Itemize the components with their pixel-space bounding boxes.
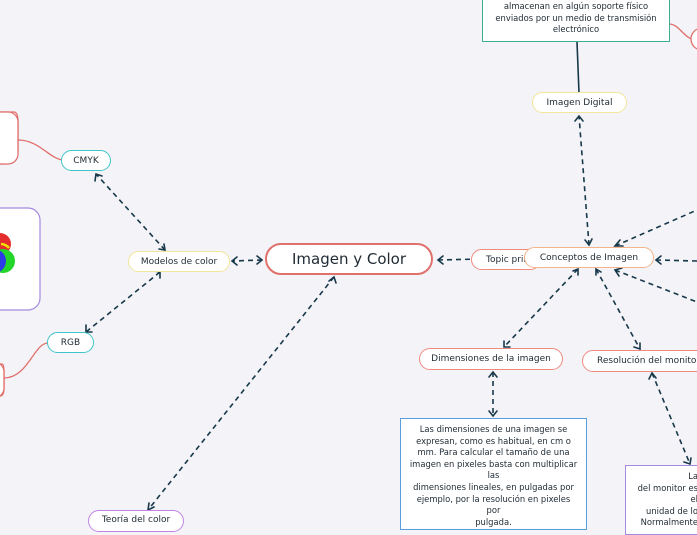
partial-node-right-top	[690, 28, 697, 50]
line-desc-to-digital	[576, 41, 580, 94]
node-teoria-del-color[interactable]: Teoría del color	[88, 510, 184, 532]
mind-map-connectors	[0, 23, 697, 512]
connector-resolucion-desc	[651, 372, 691, 465]
connector-conceptos-right-1	[614, 209, 697, 247]
connector-conceptos-resolucion	[595, 268, 641, 350]
node-dimensiones-label: Dimensiones de la imagen	[431, 354, 551, 364]
partial-node-left-top	[0, 111, 19, 165]
arrowhead	[584, 238, 593, 247]
arrowhead	[488, 370, 498, 378]
node-resolucion-label: Resolución del monitor	[597, 356, 697, 366]
imagen-digital-description: almacenan en algún soporte físico enviad…	[482, 0, 670, 42]
node-modelos-label: Modelos de color	[140, 256, 218, 267]
branch-rgb-link	[3, 342, 49, 379]
partial-node-left-bottom	[0, 363, 5, 397]
arrowhead	[94, 172, 103, 182]
node-cmyk-label: CMYK	[73, 155, 99, 166]
arrowhead	[436, 255, 444, 265]
connector-modelos-rgb	[85, 271, 161, 333]
arrowhead	[613, 239, 624, 247]
connector-conceptos-digital	[578, 115, 590, 246]
node-resolucion-del-monitor[interactable]: Resolución del monitor	[582, 350, 697, 372]
arrowhead	[328, 275, 337, 284]
arrowhead	[613, 267, 623, 277]
arrowhead	[572, 267, 579, 276]
rgb-color-circles-icon	[0, 233, 15, 273]
arrowhead	[488, 410, 498, 418]
arrowhead	[595, 267, 602, 276]
node-rgb[interactable]: RGB	[47, 332, 94, 353]
node-dimensiones-de-la-imagen[interactable]: Dimensiones de la imagen	[419, 348, 563, 370]
node-rgb-label: RGB	[60, 337, 81, 348]
node-teoria-label: Teoría del color	[101, 515, 171, 525]
connector-conceptos-dimensiones	[503, 268, 579, 348]
connector-main-modelos	[231, 259, 263, 262]
arrowhead	[683, 457, 692, 466]
node-conceptos-de-imagen[interactable]: Conceptos de Imagen	[524, 247, 654, 268]
dimensiones-description: Las dimensiones de una imagen se expresa…	[400, 418, 587, 530]
arrowhead	[654, 255, 662, 265]
arrowhead	[648, 371, 657, 380]
connector-modelos-cmyk	[95, 173, 166, 251]
arrowhead	[503, 340, 511, 348]
arrowhead	[633, 342, 641, 351]
main-topic-label: Imagen y Color	[291, 250, 407, 268]
node-modelos-de-color[interactable]: Modelos de color	[128, 251, 230, 272]
connector-conceptos-right-3	[614, 269, 697, 303]
rgb-image-frame	[0, 207, 41, 311]
node-imagen-digital[interactable]: Imagen Digital	[532, 92, 627, 113]
connector-conceptos-right-2	[655, 259, 697, 262]
main-topic[interactable]: Imagen y Color	[265, 243, 433, 275]
arrowhead	[256, 255, 264, 265]
node-conceptos-label: Conceptos de Imagen	[539, 252, 639, 263]
arrowhead	[574, 114, 584, 122]
arrowhead	[230, 256, 238, 266]
node-imagen-digital-label: Imagen Digital	[546, 97, 613, 108]
arrowhead	[158, 243, 166, 251]
node-cmyk[interactable]: CMYK	[61, 150, 111, 171]
node-topic-hidden-label: Topic prin	[486, 254, 530, 265]
connector-main-teoria	[147, 276, 335, 511]
resolucion-description: La del monitor es el unidad de lo Normal…	[625, 465, 697, 535]
branch-cmyk-link	[17, 139, 65, 161]
